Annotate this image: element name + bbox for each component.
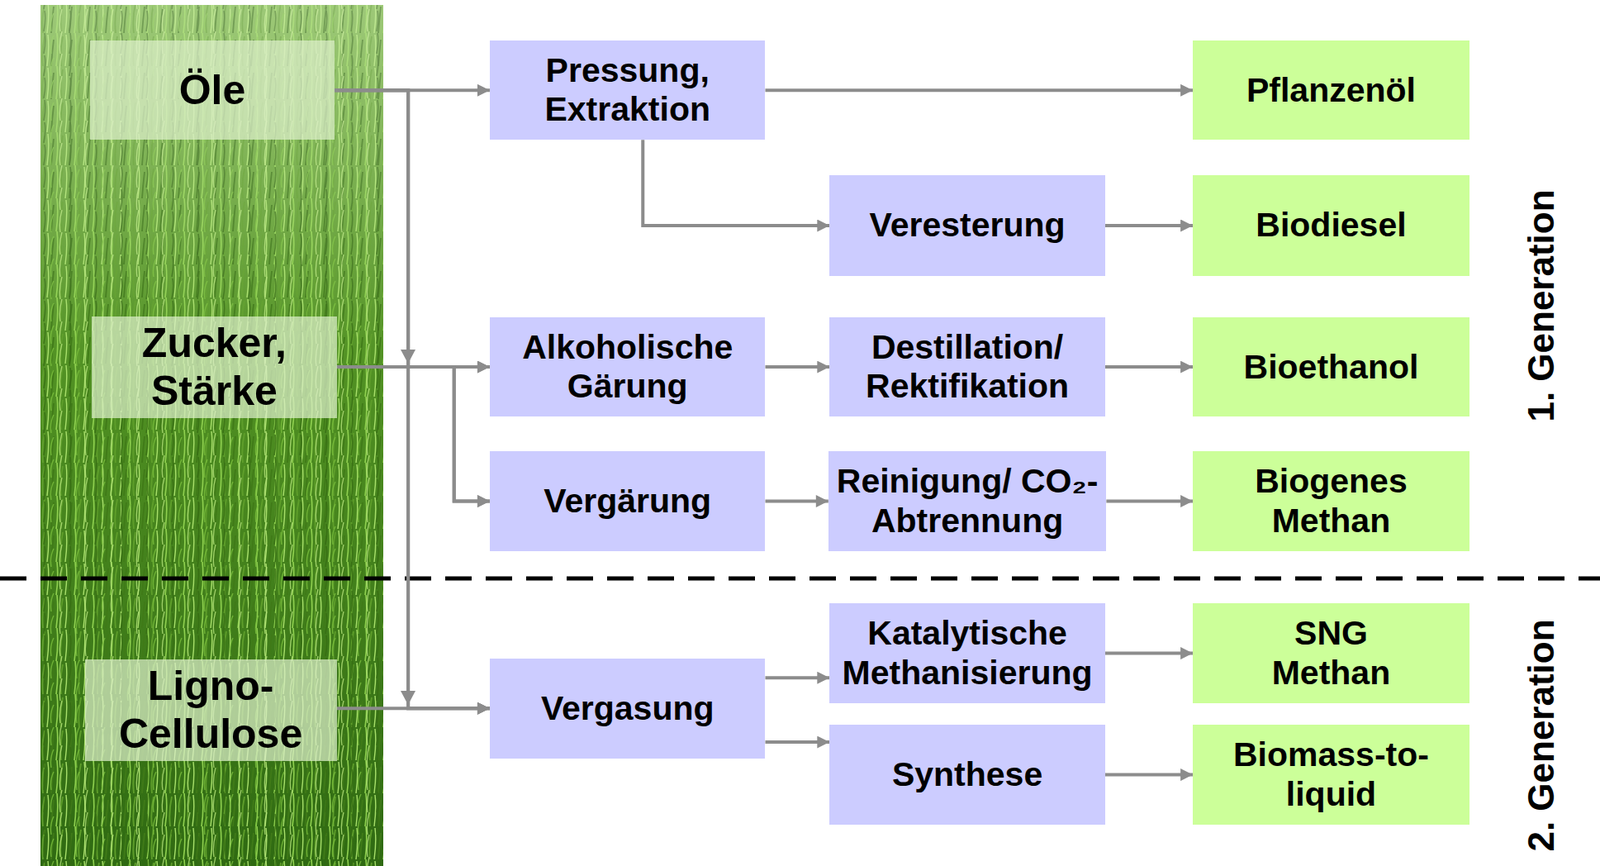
flow-arrow: [1105, 365, 1193, 369]
box-label: Destillation/ Rektifikation: [835, 327, 1100, 406]
box-label: Vergärung: [543, 481, 712, 521]
box-label: Zucker, Stärke: [114, 319, 314, 415]
box-label: Biogenes Methan: [1231, 461, 1430, 540]
product-box: Biodiesel: [1192, 175, 1470, 276]
flow-arrow: [764, 675, 830, 679]
flow-arrow: [337, 706, 490, 710]
merge-arrowhead: [400, 349, 416, 364]
box-label: Synthese: [892, 754, 1043, 794]
box-label: Alkoholische Gärung: [495, 327, 760, 406]
box-label: Pressung, Extraktion: [495, 51, 760, 129]
flow-arrow: [1105, 223, 1193, 228]
product-box: SNG Methan: [1192, 602, 1470, 703]
generation-label: 2. Generation: [1520, 618, 1563, 851]
box-label: Bioethanol: [1243, 347, 1420, 387]
process-box: Synthese: [829, 724, 1106, 825]
flow-arrow: [764, 88, 1193, 92]
box-label: Katalytische Methanisierung: [835, 613, 1100, 692]
product-box: Bioethanol: [1192, 317, 1470, 417]
box-label: Ligno- Cellulose: [103, 662, 319, 758]
flow-arrow: [337, 366, 490, 708]
grass-strip: [40, 4, 384, 866]
flow-arrow: [1105, 773, 1193, 777]
box-label: Öle: [179, 66, 247, 115]
process-box: Vergärung: [489, 451, 766, 551]
flow-arrow: [1105, 651, 1193, 656]
process-box: Veresterung: [829, 175, 1106, 276]
flow-arrow: [334, 90, 490, 708]
generation-label: 1. Generation: [1520, 189, 1563, 422]
flow-arrow: [642, 139, 830, 226]
box-label: SNG Methan: [1248, 613, 1414, 692]
process-box: Vergasung: [489, 658, 766, 759]
box-label: Reinigung/ CO₂-Abtrennung: [828, 461, 1107, 540]
process-box: Destillation/ Rektifikation: [829, 317, 1106, 417]
flow-arrow: [764, 499, 828, 504]
process-box: Alkoholische Gärung: [489, 317, 766, 417]
flow-arrow: [334, 90, 490, 367]
box-label: Biodiesel: [1255, 205, 1406, 245]
flow-arrow: [337, 366, 490, 501]
flow-arrow: [334, 90, 490, 501]
box-label: Vergasung: [541, 688, 715, 728]
product-box: Biomass-to- liquid: [1192, 724, 1470, 825]
source-box: Ligno- Cellulose: [85, 659, 338, 761]
product-box: Pflanzenöl: [1192, 40, 1470, 140]
source-box: Zucker, Stärke: [91, 316, 337, 418]
flow-arrow: [764, 365, 830, 369]
process-box: Pressung, Extraktion: [489, 40, 766, 140]
flow-arrow: [764, 740, 830, 744]
box-label: Pflanzenöl: [1246, 71, 1416, 110]
source-box: Öle: [90, 40, 335, 140]
flow-arrow: [1106, 499, 1193, 504]
box-label: Veresterung: [869, 205, 1066, 245]
generation-divider: [0, 576, 1600, 581]
box-label: Biomass-to- liquid: [1198, 735, 1463, 813]
merge-arrowhead: [400, 690, 416, 705]
process-box: Katalytische Methanisierung: [829, 602, 1106, 703]
process-box: Reinigung/ CO₂-Abtrennung: [828, 451, 1107, 551]
product-box: Biogenes Methan: [1192, 451, 1470, 551]
